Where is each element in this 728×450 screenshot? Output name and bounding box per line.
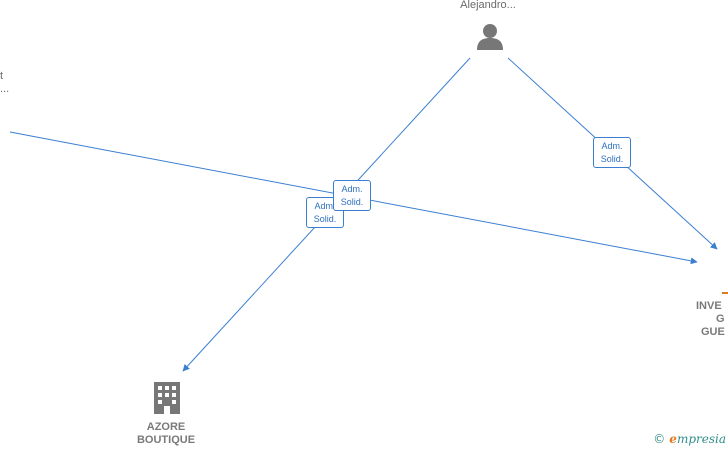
relation-badge-2-line2: Solid. — [340, 197, 364, 207]
copyright-symbol: © — [653, 432, 666, 446]
left-node-label[interactable]: t ... — [0, 70, 9, 96]
company-bottom-line1: AZORE — [146, 421, 186, 433]
relation-badge-3[interactable]: Adm. Solid. — [593, 137, 631, 168]
relation-badge-2-line1: Adm. — [341, 184, 363, 194]
company-bottom-label[interactable]: AZORE BOUTIQUE — [125, 421, 207, 447]
left-node-line2: ... — [0, 83, 10, 95]
relation-badge-1-line2: Solid. — [313, 214, 337, 224]
brand-initial: e — [669, 432, 677, 446]
relation-badge-1[interactable]: Adm. Solid. — [306, 197, 344, 228]
person-icon[interactable] — [477, 24, 503, 50]
building-icon[interactable] — [154, 382, 180, 414]
company-bottom-line2: BOUTIQUE — [136, 434, 196, 446]
company-accent-mark — [722, 292, 728, 294]
left-node-line1: t — [0, 70, 4, 82]
relation-badge-1-line1: Adm. — [314, 201, 336, 211]
person-label[interactable]: Alejandro... — [460, 0, 516, 11]
company-right-line1: INVE — [696, 300, 722, 312]
brand-watermark: ©empresia — [653, 432, 726, 446]
relation-badge-2[interactable]: Adm. Solid. — [333, 180, 371, 211]
relation-badge-3-line2: Solid. — [600, 154, 624, 164]
company-right-label[interactable]: INVE G GUE — [696, 300, 728, 339]
brand-name: mpresia — [676, 432, 726, 446]
company-right-line2: G — [716, 313, 725, 325]
company-right-line3: GUE — [701, 326, 725, 338]
relation-badge-3-line1: Adm. — [601, 141, 623, 151]
